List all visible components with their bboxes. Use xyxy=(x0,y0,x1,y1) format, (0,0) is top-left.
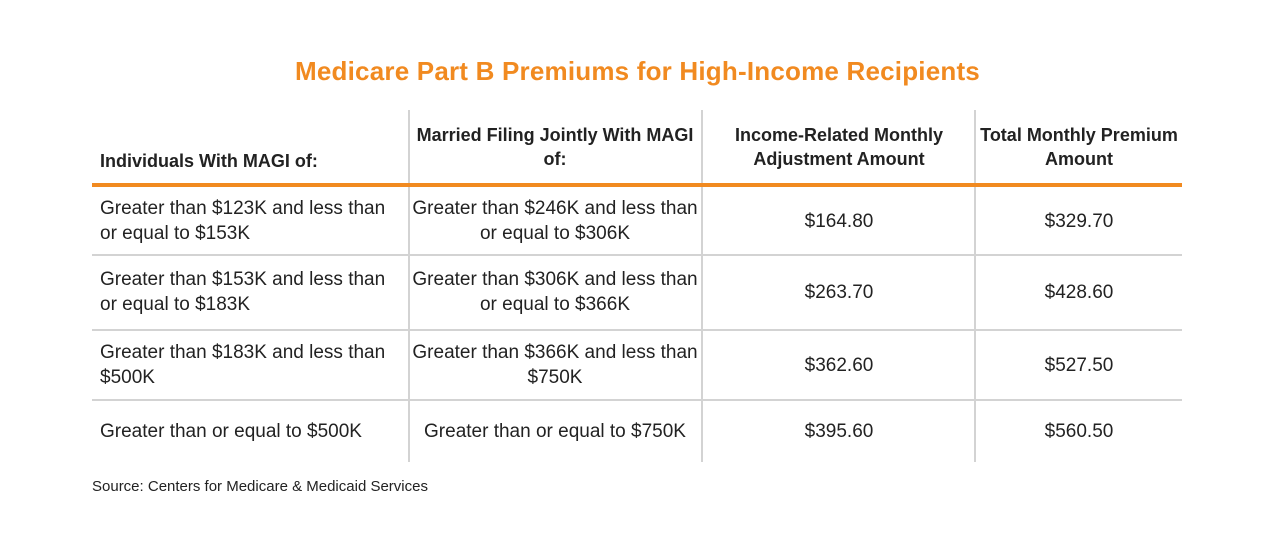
row-1-adjustment: $164.80 xyxy=(804,210,874,232)
table-row: Greater than $123K and less than or equa… xyxy=(92,187,1182,255)
row-3-married: Greater than $366K and less than $750K xyxy=(412,342,698,388)
row-1-married: Greater than $246K and less than or equa… xyxy=(412,198,698,244)
row-2-adjustment: $263.70 xyxy=(804,281,874,303)
chart-title: Medicare Part B Premiums for High-Income… xyxy=(295,56,980,86)
row-4-married: Greater than or equal to $750K xyxy=(424,421,686,442)
column-divider-2 xyxy=(701,110,703,462)
row-1-individuals: Greater than $123K and less than or equa… xyxy=(100,198,386,244)
row-divider-1 xyxy=(92,254,1182,256)
table-row: Greater than $153K and less than or equa… xyxy=(92,256,1182,328)
header-married-filing-jointly: Married Filing Jointly With MAGI of: xyxy=(416,125,694,169)
row-3-total: $527.50 xyxy=(1044,354,1114,376)
row-4-total: $560.50 xyxy=(1044,421,1114,442)
row-4-individuals: Greater than or equal to $500K xyxy=(100,421,362,442)
table-row: Greater than $183K and less than $500K G… xyxy=(92,331,1182,399)
column-divider-3 xyxy=(974,110,976,462)
column-divider-1 xyxy=(408,110,410,462)
row-divider-3 xyxy=(92,399,1182,401)
table-header-row: Individuals With MAGI of: Married Filing… xyxy=(92,110,1182,184)
header-total-monthly-premium: Total Monthly Premium Amount xyxy=(980,125,1178,169)
row-3-adjustment: $362.60 xyxy=(804,354,874,376)
row-divider-2 xyxy=(92,329,1182,331)
row-2-individuals: Greater than $153K and less than or equa… xyxy=(100,269,386,315)
row-4-adjustment: $395.60 xyxy=(804,421,874,442)
header-individuals: Individuals With MAGI of: xyxy=(100,151,318,171)
header-rule xyxy=(92,183,1182,187)
row-2-married: Greater than $306K and less than or equa… xyxy=(412,269,698,315)
source-note: Source: Centers for Medicare & Medicaid … xyxy=(92,478,428,495)
header-income-related-adjustment: Income-Related Monthly Adjustment Amount xyxy=(734,125,944,169)
row-1-total: $329.70 xyxy=(1044,210,1114,232)
row-2-total: $428.60 xyxy=(1044,281,1114,303)
table-row: Greater than or equal to $500K Greater t… xyxy=(92,401,1182,462)
row-3-individuals: Greater than $183K and less than $500K xyxy=(100,342,386,388)
